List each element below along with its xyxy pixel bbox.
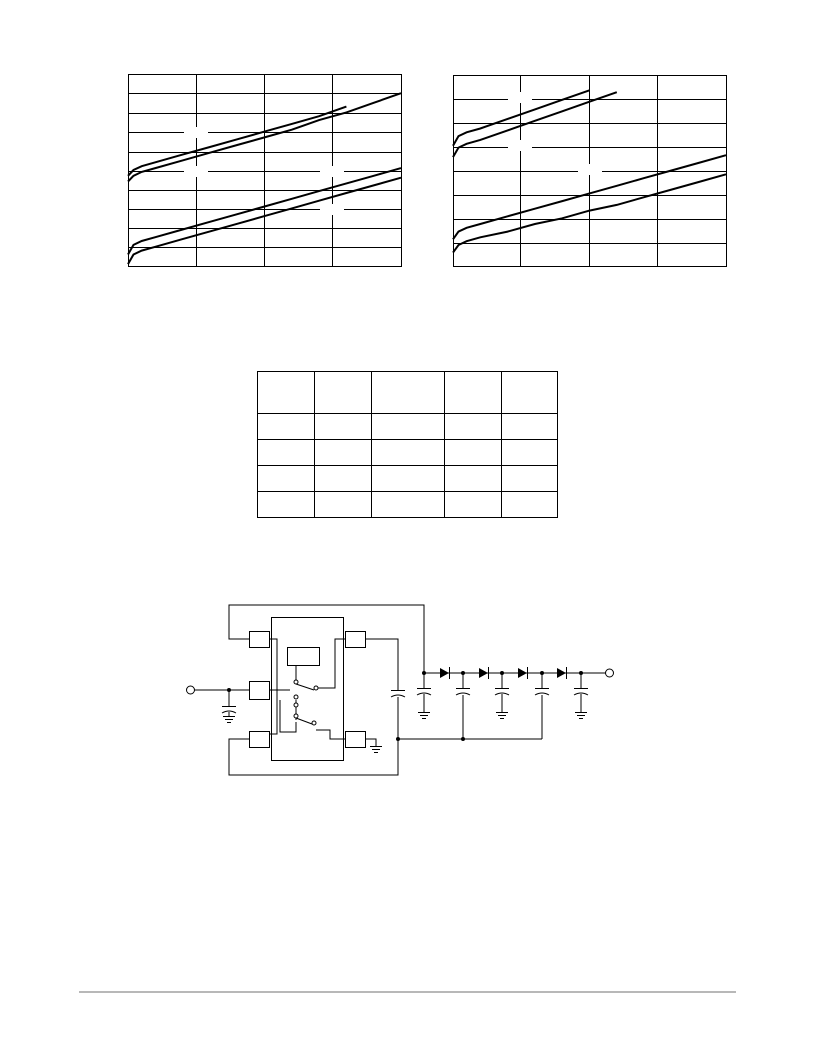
capacitor [494, 688, 510, 712]
table-cell [501, 491, 558, 518]
ic-pin-1 [249, 631, 270, 648]
ic-pin-8 [345, 631, 366, 648]
chart-left-series-2-line [127, 92, 402, 183]
chart-left-series-1-line [127, 105, 347, 177]
capacitor [390, 690, 406, 698]
ic-pin-5 [345, 731, 366, 748]
chart-right-series-1-line [452, 89, 590, 147]
diode [440, 667, 450, 679]
external-wiring [194, 604, 606, 776]
table-cell [501, 465, 558, 492]
oscillator-block [287, 647, 320, 666]
table-cell [444, 465, 502, 492]
chart-right-label-blanks [508, 92, 602, 175]
ground-symbol [575, 712, 587, 719]
footer-rule [79, 991, 736, 993]
table-cell [501, 371, 558, 414]
diode [557, 667, 567, 679]
table-row [257, 465, 558, 492]
table-cell [501, 439, 558, 466]
capacitor [573, 688, 589, 712]
ground-symbol [223, 716, 235, 723]
spec-table [257, 371, 558, 518]
output-terminal [605, 668, 614, 678]
ground-symbol [496, 712, 508, 719]
ic-internal-switches [269, 638, 345, 740]
table-cell [501, 413, 558, 440]
ground-symbol [370, 746, 382, 753]
table-cell [444, 491, 502, 518]
capacitor [455, 688, 471, 696]
table-cell [371, 371, 445, 414]
chart-left-series-4-line [127, 176, 402, 265]
chart-right-series-2-line [452, 91, 618, 158]
table-row [257, 371, 558, 414]
input-terminal [186, 685, 195, 695]
capacitor [534, 688, 550, 696]
table-row [257, 491, 558, 518]
table-cell [314, 465, 372, 492]
chart-right [452, 75, 727, 267]
capacitor [416, 688, 432, 712]
table-row [257, 413, 558, 440]
ic-package [271, 617, 344, 761]
table-cell [371, 491, 445, 518]
chart-right-series-3-line [452, 154, 727, 240]
chart-right-series-4-line [452, 173, 727, 254]
chart-left [127, 74, 402, 267]
chart-left-label-blanks [184, 127, 344, 215]
diode [518, 667, 528, 679]
ic-pin-2 [249, 681, 270, 700]
table-cell [257, 491, 315, 518]
diode [479, 667, 489, 679]
ic-pin-3 [249, 731, 270, 748]
table-cell [314, 491, 372, 518]
table-cell [257, 371, 315, 414]
table-cell [444, 371, 502, 414]
junction-dots [227, 671, 583, 741]
ground-symbol [418, 712, 430, 719]
capacitor [221, 706, 237, 716]
chart-left-series-3-line [127, 167, 402, 255]
